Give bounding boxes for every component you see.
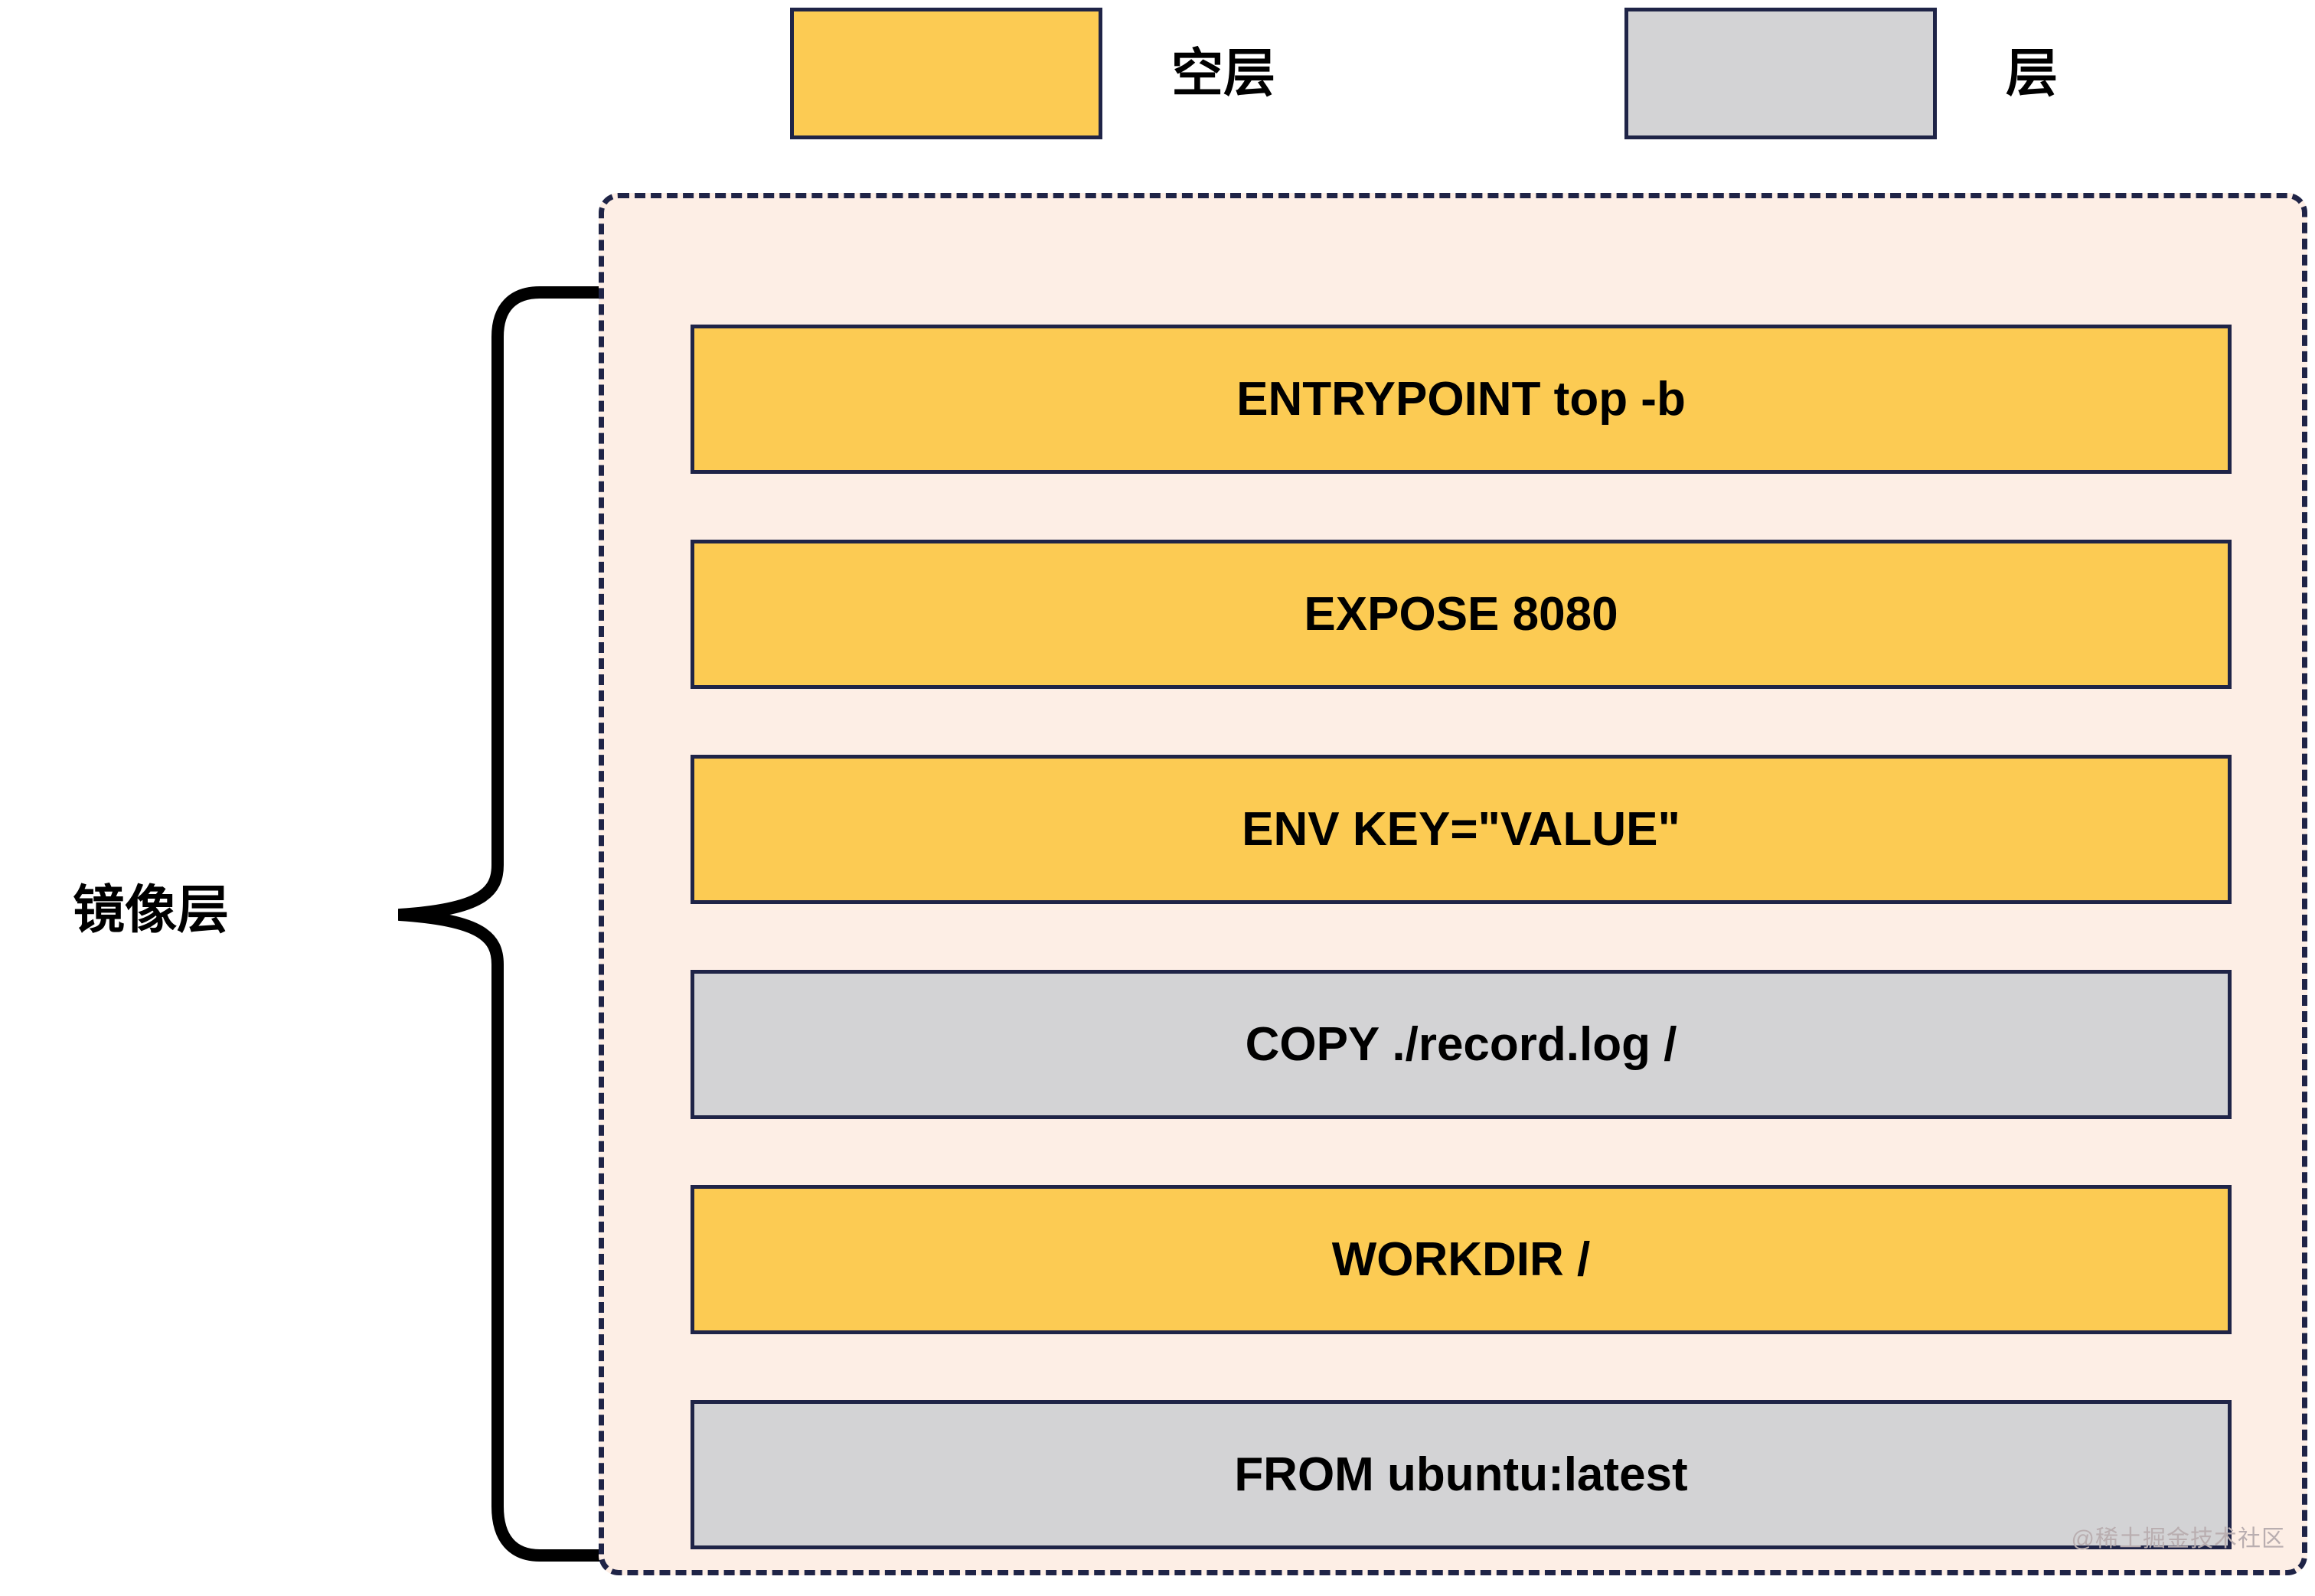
layer-label: EXPOSE 8080 — [1304, 587, 1618, 641]
layer-stack: ENTRYPOINT top -b EXPOSE 8080 ENV KEY="V… — [691, 325, 2232, 1549]
legend-label-empty-layer: 空层 — [1171, 44, 1276, 103]
image-layers-container: ENTRYPOINT top -b EXPOSE 8080 ENV KEY="V… — [599, 193, 2307, 1575]
legend-label-layer: 层 — [2006, 44, 2059, 103]
curly-brace — [393, 283, 635, 1569]
layer-label: ENTRYPOINT top -b — [1236, 372, 1686, 426]
layer-row[interactable]: EXPOSE 8080 — [691, 540, 2232, 689]
group-label-image-layers: 镜像层 — [73, 881, 230, 939]
layer-row[interactable]: ENV KEY="VALUE" — [691, 755, 2232, 904]
layer-row[interactable]: WORKDIR / — [691, 1185, 2232, 1334]
layer-row[interactable]: ENTRYPOINT top -b — [691, 325, 2232, 474]
layer-label: ENV KEY="VALUE" — [1242, 802, 1680, 856]
legend: 空层 层 — [0, 0, 2315, 145]
legend-item-empty-layer: 空层 — [790, 8, 1275, 139]
legend-swatch-empty-layer — [790, 8, 1102, 139]
watermark: @稀土掘金技术社区 — [2071, 1526, 2285, 1552]
layer-label: WORKDIR / — [1331, 1232, 1591, 1286]
layer-label: COPY ./record.log / — [1245, 1017, 1677, 1071]
legend-item-layer: 层 — [1624, 8, 2058, 139]
curly-brace-icon — [393, 286, 630, 1562]
layer-row[interactable]: COPY ./record.log / — [691, 970, 2232, 1119]
layer-row[interactable]: FROM ubuntu:latest — [691, 1400, 2232, 1549]
legend-swatch-layer — [1624, 8, 1937, 139]
layer-label: FROM ubuntu:latest — [1234, 1447, 1688, 1501]
